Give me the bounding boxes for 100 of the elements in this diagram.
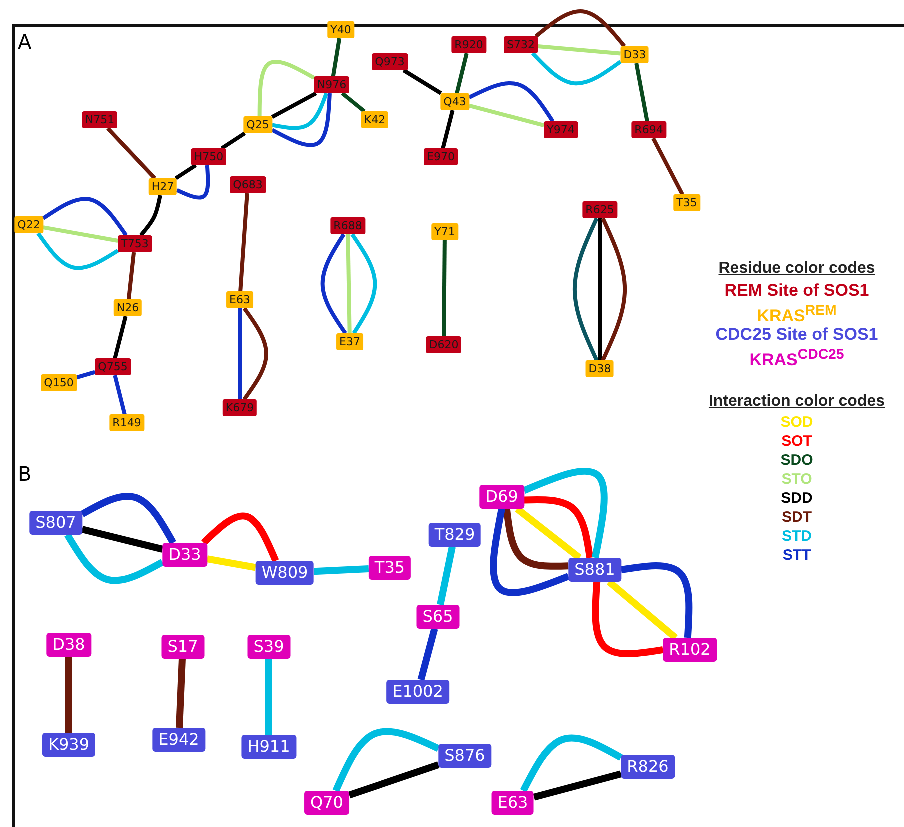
legend-entry: STO bbox=[782, 472, 812, 488]
residue-label: Y40 bbox=[328, 22, 354, 38]
residue-label: R688 bbox=[330, 218, 366, 234]
interaction-line bbox=[258, 60, 316, 116]
legend-entry: STD bbox=[782, 529, 812, 546]
interaction-line bbox=[271, 92, 318, 120]
residue-label: N976 bbox=[314, 76, 350, 94]
interaction-line bbox=[140, 195, 162, 237]
interaction-line bbox=[592, 582, 664, 658]
interaction-line bbox=[76, 370, 96, 380]
interaction-line bbox=[113, 375, 127, 415]
residue-label: R625 bbox=[582, 202, 618, 218]
legend-entry: SOT bbox=[782, 434, 812, 450]
interaction-line bbox=[437, 546, 456, 606]
residue-label: Q683 bbox=[230, 176, 266, 194]
residue-label: T35 bbox=[368, 556, 412, 580]
residue-label: R920 bbox=[452, 36, 486, 54]
interaction-line bbox=[346, 234, 352, 334]
residue-label: E63 bbox=[492, 791, 534, 815]
interaction-line bbox=[174, 164, 198, 180]
interaction-line bbox=[66, 657, 72, 733]
residue-label: R826 bbox=[621, 755, 675, 779]
interaction-line bbox=[634, 63, 650, 122]
residue-label: S881 bbox=[568, 558, 622, 582]
interaction-line bbox=[601, 218, 628, 362]
residue-label: E63 bbox=[226, 292, 254, 308]
legend-entry: SDD bbox=[781, 491, 813, 508]
residue-label: Q973 bbox=[372, 54, 408, 70]
residue-label: Y71 bbox=[432, 224, 458, 240]
panel-letter: B bbox=[18, 462, 32, 486]
interaction-line bbox=[402, 68, 442, 96]
residue-label: D69 bbox=[480, 485, 524, 509]
interaction-line bbox=[503, 508, 569, 570]
interaction-line bbox=[468, 81, 555, 123]
interaction-line bbox=[490, 508, 570, 596]
residue-label: E37 bbox=[336, 334, 364, 350]
interaction-line bbox=[538, 44, 621, 56]
interaction-line bbox=[242, 307, 268, 401]
interaction-line bbox=[341, 92, 366, 114]
interaction-line bbox=[320, 233, 348, 335]
interaction-line bbox=[176, 165, 210, 200]
residue-label: D33 bbox=[620, 46, 650, 64]
residue-label: K939 bbox=[42, 733, 96, 757]
interaction-line bbox=[455, 53, 469, 94]
residue-label: Q70 bbox=[304, 791, 350, 815]
legend-entry: SDT bbox=[782, 510, 812, 526]
residue-label: S807 bbox=[30, 511, 82, 535]
interaction-line bbox=[533, 770, 622, 801]
interaction-line bbox=[524, 496, 594, 559]
legend-entry: CDC25 Site of SOS1 bbox=[716, 326, 878, 345]
residue-label: Y974 bbox=[544, 122, 578, 138]
residue-label: D620 bbox=[426, 336, 462, 354]
interaction-line bbox=[332, 728, 440, 792]
residue-label: E1002 bbox=[386, 680, 450, 704]
residue-label: S17 bbox=[162, 635, 204, 659]
interaction-line bbox=[468, 104, 545, 128]
residue-label: S876 bbox=[438, 744, 492, 768]
residue-label: D38 bbox=[46, 633, 92, 657]
legend-entry: REM Site of SOS1 bbox=[724, 282, 870, 301]
interaction-line bbox=[531, 52, 622, 86]
interaction-line bbox=[238, 308, 242, 400]
interaction-line bbox=[572, 218, 599, 362]
residue-label: Q43 bbox=[440, 94, 470, 110]
residue-label: Q25 bbox=[244, 116, 272, 134]
residue-label: R694 bbox=[632, 122, 666, 138]
interaction-line bbox=[314, 566, 370, 576]
residue-label: D33 bbox=[162, 543, 208, 567]
interaction-line bbox=[220, 132, 246, 150]
interaction-line bbox=[534, 10, 626, 48]
panel-letter: A bbox=[18, 30, 32, 54]
interaction-line bbox=[607, 579, 678, 641]
interaction-line bbox=[598, 218, 602, 360]
interaction-line bbox=[620, 562, 693, 638]
residue-label: S732 bbox=[504, 36, 538, 54]
interaction-line bbox=[348, 762, 440, 799]
interaction-line bbox=[331, 38, 342, 77]
interaction-line bbox=[418, 628, 438, 681]
interaction-line bbox=[42, 197, 128, 237]
interaction-line bbox=[271, 93, 332, 148]
interaction-line bbox=[206, 556, 256, 572]
legend-entry: SOD bbox=[780, 415, 814, 432]
residue-label: Q755 bbox=[95, 358, 131, 376]
residue-label: D38 bbox=[586, 360, 614, 378]
interaction-line bbox=[176, 658, 186, 728]
residue-label: R102 bbox=[663, 638, 717, 662]
interaction-line bbox=[515, 506, 582, 561]
interaction-line bbox=[442, 240, 447, 337]
residue-label: N751 bbox=[82, 112, 118, 128]
legend-entry: SDO bbox=[780, 453, 814, 470]
residue-label: H750 bbox=[191, 148, 227, 166]
legend-entry: KRAS$^{CDC25}$ bbox=[750, 348, 844, 370]
interaction-line bbox=[238, 193, 250, 292]
legend-heading: Interaction color codes bbox=[708, 393, 886, 411]
interaction-line bbox=[272, 92, 328, 130]
interaction-line bbox=[350, 233, 378, 335]
interaction-line bbox=[266, 659, 272, 735]
residue-label: T35 bbox=[674, 194, 700, 212]
interaction-line bbox=[36, 232, 120, 270]
interaction-line bbox=[652, 138, 684, 196]
interaction-line bbox=[126, 252, 136, 300]
